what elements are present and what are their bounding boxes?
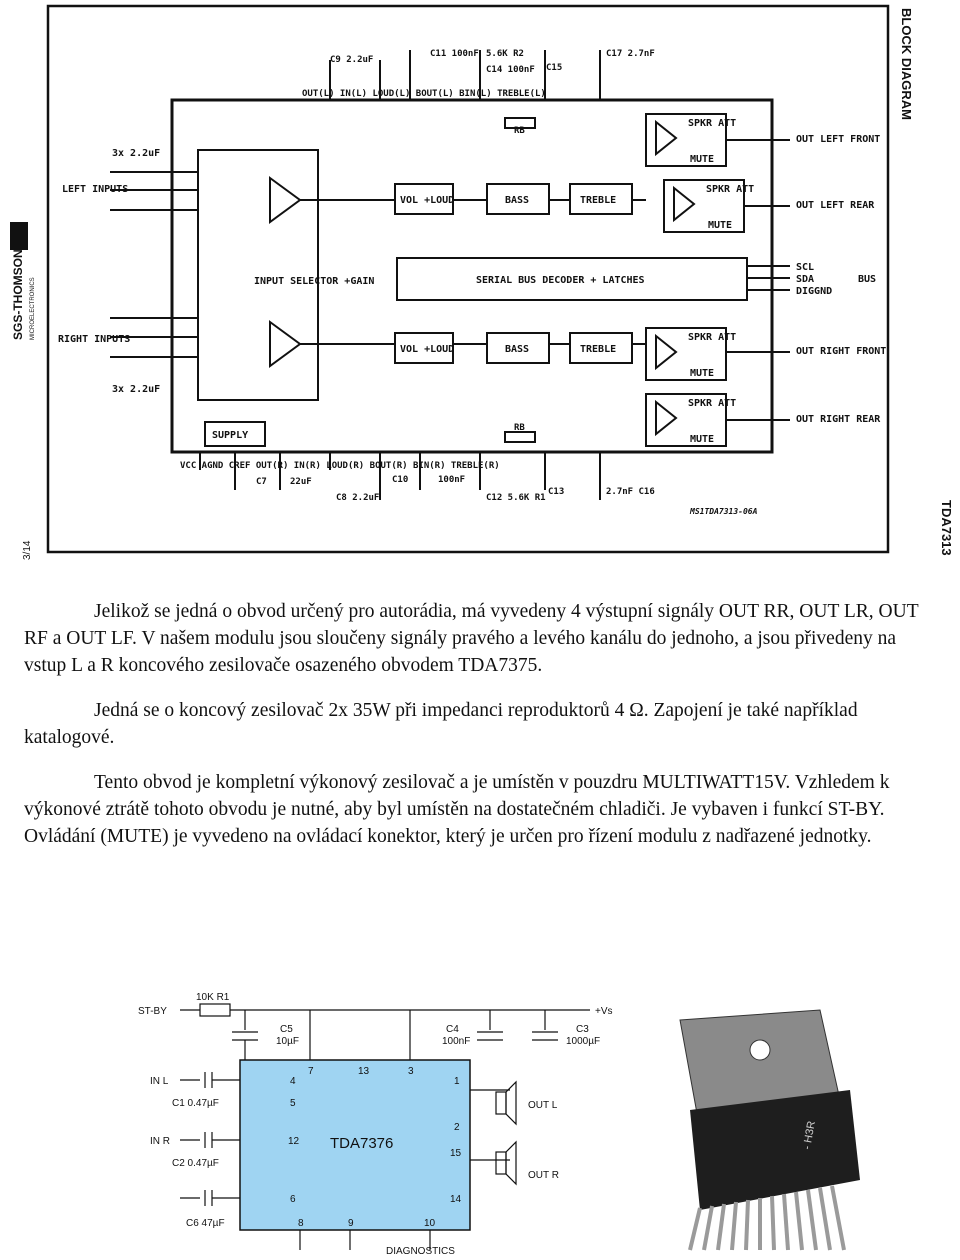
block-diagram: LEFT INPUTS RIGHT INPUTS 3x 2.2uF 3x 2.2… [10, 4, 954, 560]
st-by-label: ST-BY [138, 1006, 167, 1017]
mute-2: MUTE [708, 220, 732, 231]
out-rf-label: OUT RIGHT FRONT [796, 346, 886, 357]
pin-6: 6 [290, 1194, 296, 1205]
c10-label: C10 [392, 475, 408, 485]
bottom-pin-labels: VCC AGND CREF OUT(R) IN(R) LOUD(R) BOUT(… [180, 461, 500, 471]
pin-1: 1 [454, 1076, 460, 1087]
sda-label: SDA [796, 274, 814, 285]
paragraph-2: Jedná se o koncový zesilovač 2x 35W při … [24, 700, 858, 748]
diagnostics-label: DIAGNOSTICS [386, 1246, 455, 1257]
c14-label: C14 100nF [486, 65, 535, 75]
c5-value: 10µF [276, 1036, 299, 1047]
body-text: Jelikož se jedná o obvod určený pro auto… [24, 598, 936, 868]
tda7376-chip [239, 1059, 471, 1231]
c8-label: C8 2.2uF [336, 493, 379, 503]
c6-label: C6 47µF [186, 1218, 225, 1229]
pin-2: 2 [454, 1122, 460, 1133]
out-l-label: OUT L [528, 1100, 558, 1111]
page-number: 3/14 [22, 540, 33, 560]
left-inputs-label: LEFT INPUTS [62, 184, 128, 195]
treble-lower: TREBLE [580, 344, 616, 355]
vol-loud-upper: VOL +LOUD [400, 195, 454, 206]
mute-4: MUTE [690, 434, 714, 445]
cap-top-label: 3x 2.2uF [112, 148, 160, 159]
supply-label: SUPPLY [212, 430, 248, 441]
pin-4: 4 [290, 1076, 296, 1087]
out-rr-label: OUT RIGHT REAR [796, 414, 881, 425]
out-lf-label: OUT LEFT FRONT [796, 134, 880, 145]
c1-label: C1 0.47µF [172, 1098, 219, 1109]
rb-upper-label: RB [514, 126, 525, 136]
c10-value: 100nF [438, 475, 465, 485]
pin-7: 7 [308, 1066, 314, 1077]
c3-value: 1000µF [566, 1036, 600, 1047]
rb-lower-label: RB [514, 423, 525, 433]
pin-3: 3 [408, 1066, 414, 1077]
r2-label: 5.6K R2 [486, 49, 524, 59]
pin-10: 10 [424, 1218, 436, 1229]
c9-label: C9 2.2uF [330, 55, 373, 65]
c11-label: C11 100nF [430, 49, 479, 59]
st-logo-icon [10, 222, 28, 250]
package-label: - H3R [801, 1120, 818, 1150]
paragraph-3: Tento obvod je kompletní výkonový zesilo… [24, 772, 890, 847]
pin-15: 15 [450, 1148, 462, 1159]
mute-3: MUTE [690, 368, 714, 379]
sidebar-part: TDA7313 [939, 500, 954, 556]
pin-8: 8 [298, 1218, 304, 1229]
pin-9: 9 [348, 1218, 354, 1229]
c13-label: C13 [548, 487, 564, 497]
bass-lower: BASS [505, 344, 529, 355]
spkr-att-1: SPKR ATT [688, 118, 736, 129]
pin-13: 13 [358, 1066, 370, 1077]
multiwatt-package-image: - H3R [679, 1009, 860, 1251]
out-r-label: OUT R [528, 1170, 559, 1181]
out-lr-label: OUT LEFT REAR [796, 200, 875, 211]
in-r-label: IN R [150, 1136, 170, 1147]
treble-upper: TREBLE [580, 195, 616, 206]
pin-12: 12 [288, 1136, 300, 1147]
c4-value: 100nF [442, 1036, 470, 1047]
c17-label: C17 2.7nF [606, 49, 655, 59]
c3-label: C3 [576, 1024, 589, 1035]
c15-label: C15 [546, 63, 562, 73]
c7-value: 22uF [290, 477, 312, 487]
in-l-label: IN L [150, 1076, 169, 1087]
sidebar-title: BLOCK DIAGRAM [899, 8, 914, 120]
bus-decoder-label: SERIAL BUS DECODER + LATCHES [476, 275, 645, 286]
c12-label: C12 5.6K R1 [486, 493, 546, 503]
company-subtitle: MICROELECTRONICS [30, 277, 36, 340]
c16-label: 2.7nF C16 [606, 487, 655, 497]
top-pin-labels: OUT(L) IN(L) LOUD(L) BOUT(L) BIN(L) TREB… [302, 89, 546, 99]
spkr-att-2: SPKR ATT [706, 184, 754, 195]
bass-upper: BASS [505, 195, 529, 206]
company-name: SGS-THOMSON [11, 249, 25, 340]
spkr-att-4: SPKR ATT [688, 398, 736, 409]
c4-label: C4 [446, 1024, 459, 1035]
bus-label: BUS [858, 274, 876, 285]
right-inputs-label: RIGHT INPUTS [58, 334, 130, 345]
paragraph-1: Jelikož se jedná o obvod určený pro auto… [24, 601, 919, 676]
pin-14: 14 [450, 1194, 462, 1205]
spkr-att-3: SPKR ATT [688, 332, 736, 343]
r1-label: 10K R1 [196, 992, 230, 1003]
chip-label: TDA7376 [330, 1135, 393, 1152]
application-circuit: ST-BY 10K R1 +Vs C5 10µF C4 100nF C3 100… [138, 992, 860, 1257]
vs-label: +Vs [595, 1006, 613, 1017]
cap-bottom-label: 3x 2.2uF [112, 384, 160, 395]
c2-label: C2 0.47µF [172, 1158, 219, 1169]
c5-label: C5 [280, 1024, 293, 1035]
scl-label: SCL [796, 262, 814, 273]
footer-code: MS1TDA7313-06A [689, 507, 758, 516]
diggnd-label: DIGGND [796, 286, 832, 297]
vol-loud-lower: VOL +LOUD [400, 344, 454, 355]
c7-label: C7 [256, 477, 267, 487]
pin-5: 5 [290, 1098, 296, 1109]
mute-1: MUTE [690, 154, 714, 165]
input-selector-label: INPUT SELECTOR +GAIN [254, 276, 374, 287]
